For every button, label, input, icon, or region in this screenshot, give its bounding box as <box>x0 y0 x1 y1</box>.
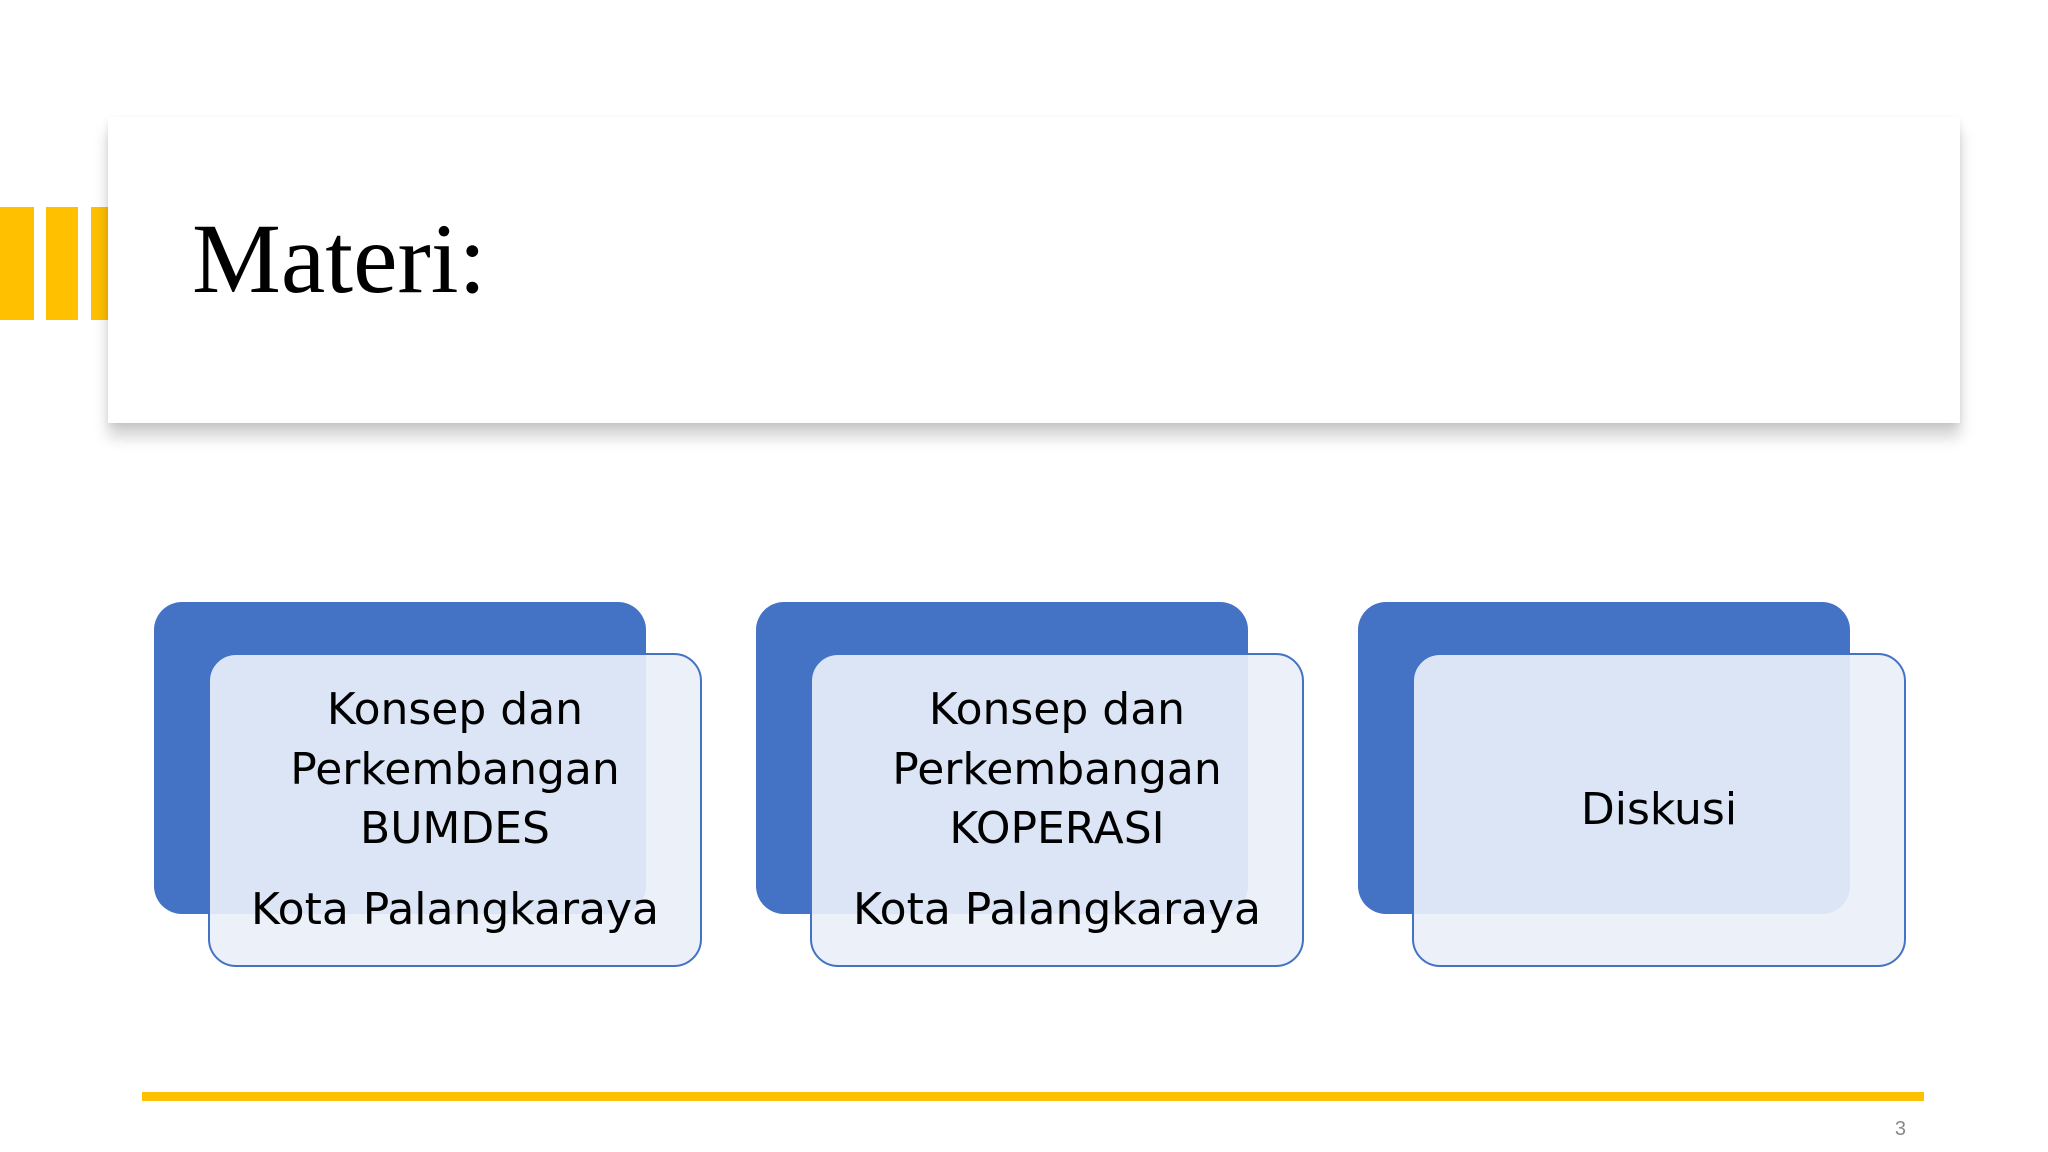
card-2-line-1: Konsep dan <box>928 684 1186 736</box>
title-accent-bar-1 <box>0 207 34 320</box>
card-3-line-1: Diskusi <box>1580 784 1738 836</box>
card-1-text: Konsep dan Perkembangan BUMDES Kota Pala… <box>251 680 659 940</box>
footer-rule <box>142 1092 1924 1101</box>
slide-title: Materi: <box>192 203 487 314</box>
card-2-subline: Kota Palangkaraya <box>852 884 1262 936</box>
page-number: 3 <box>1894 1118 1906 1140</box>
card-3-text: Diskusi <box>1581 780 1737 839</box>
card-1: Konsep dan Perkembangan BUMDES Kota Pala… <box>208 653 702 967</box>
card-2: Konsep dan Perkembangan KOPERASI Kota Pa… <box>810 653 1304 967</box>
card-1-subline: Kota Palangkaraya <box>250 884 660 936</box>
card-1-line-2: Perkembangan <box>290 743 620 795</box>
card-2-line-2: Perkembangan <box>892 743 1222 795</box>
card-2-text: Konsep dan Perkembangan KOPERASI Kota Pa… <box>853 680 1261 940</box>
card-1-line-3: BUMDES <box>360 803 550 854</box>
card-3: Diskusi <box>1412 653 1906 967</box>
title-box: Materi: <box>108 117 1960 423</box>
title-accent-bar-2 <box>46 207 78 320</box>
card-2-line-3: KOPERASI <box>949 803 1165 854</box>
title-accent-bar-3 <box>91 207 108 320</box>
card-1-line-1: Konsep dan <box>326 684 584 736</box>
